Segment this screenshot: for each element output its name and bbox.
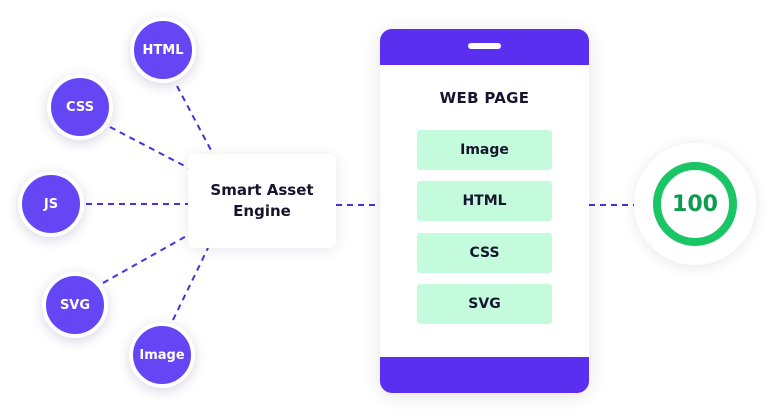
engine-label: Smart Asset Engine <box>210 181 314 220</box>
asset-node-label: HTML <box>142 42 184 58</box>
score-ring-arc <box>653 162 737 246</box>
device-top-bar <box>380 29 589 65</box>
connector-html-engine <box>176 85 214 155</box>
device-speaker <box>468 43 501 49</box>
asset-node-html: HTML <box>130 17 196 83</box>
connector-image-engine <box>172 247 209 321</box>
web-page-device: WEB PAGE Image HTML CSS SVG <box>380 29 589 393</box>
asset-node-js: JS <box>18 171 84 237</box>
connector-svg-engine <box>102 233 191 284</box>
asset-node-label: CSS <box>66 99 94 115</box>
asset-node-svg: SVG <box>42 272 108 338</box>
asset-node-css: CSS <box>47 74 113 140</box>
performance-score-badge: 100 <box>634 143 756 265</box>
device-bottom-bar <box>380 357 589 393</box>
score-ring <box>653 162 737 246</box>
web-page-title: WEB PAGE <box>439 89 530 107</box>
page-block-svg: SVG <box>417 284 552 324</box>
asset-node-label: JS <box>43 196 59 212</box>
page-block-html: HTML <box>417 181 552 221</box>
asset-node-label: Image <box>139 347 185 363</box>
asset-node-image: Image <box>129 322 195 388</box>
page-block-css: CSS <box>417 233 552 273</box>
asset-node-label: SVG <box>59 297 91 313</box>
connector-css-engine <box>109 126 201 175</box>
score-value: 100 <box>672 191 718 217</box>
page-block-image: Image <box>417 130 552 170</box>
smart-asset-engine-box: Smart Asset Engine <box>188 154 336 248</box>
